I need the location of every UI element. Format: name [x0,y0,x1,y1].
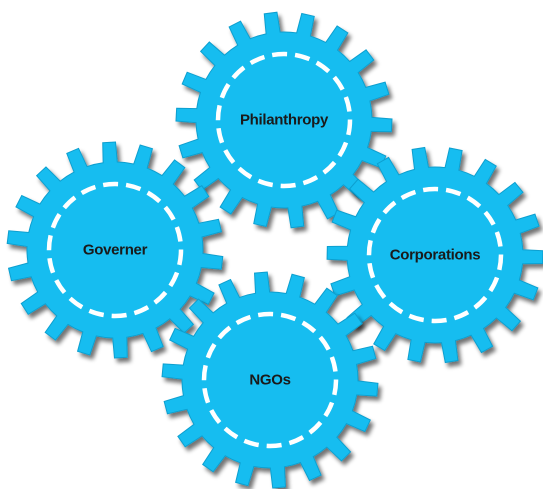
gear-corporations: Corporations [326,146,543,364]
gear-icon [161,271,379,489]
gear-ngos: NGOs [161,271,379,489]
dashed-ring [201,311,339,449]
gear-philanthropy: Philanthropy [175,11,393,229]
dashed-ring [366,186,504,324]
gear-label-governer: Governer [83,242,148,259]
gear-icon [326,146,543,364]
gear-label-ngos: NGOs [249,372,290,389]
gear-icon [175,11,393,229]
gear-icon [6,141,224,359]
dashed-ring [46,181,184,319]
gear-label-corporations: Corporations [390,247,481,264]
gear-governer: Governer [6,141,224,359]
gear-label-philanthropy: Philanthropy [240,112,329,129]
dashed-ring [215,51,353,189]
